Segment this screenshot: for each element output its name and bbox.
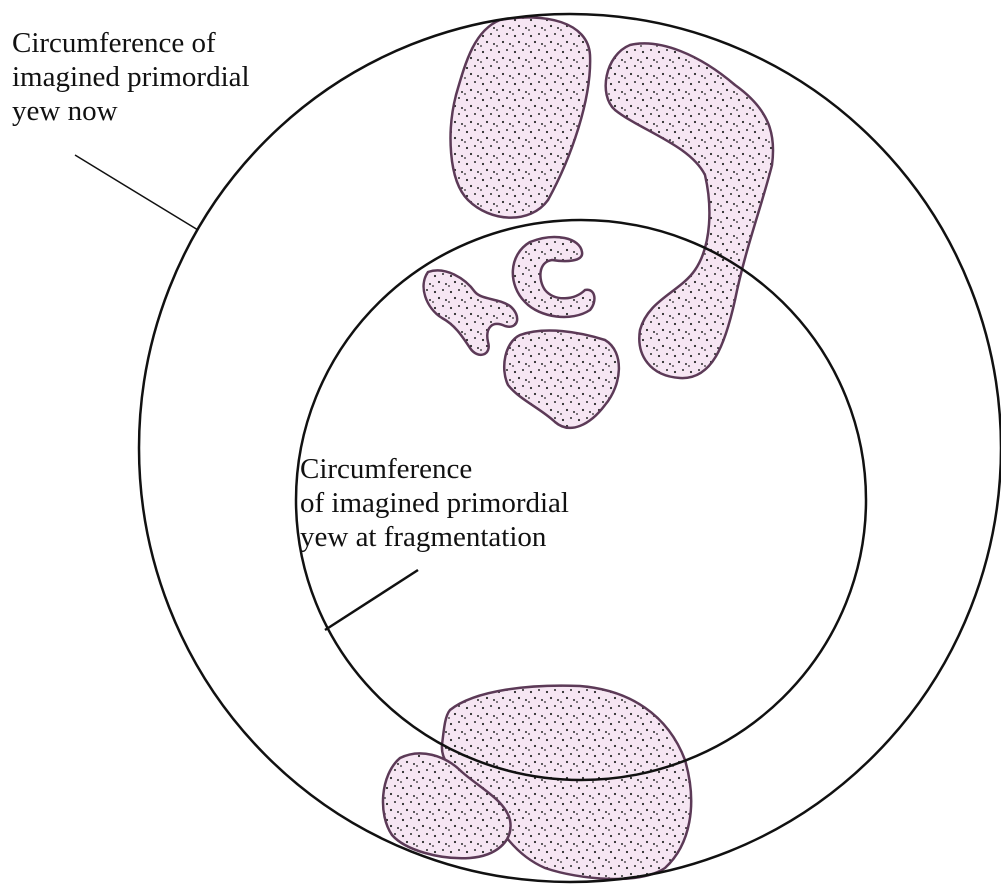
fragment-top-left: [451, 17, 591, 217]
outer-label-leader-line: [75, 155, 198, 230]
fragment-right-hook: [606, 43, 773, 378]
inner-circle-label: Circumference of imagined primordial yew…: [300, 452, 569, 554]
inner-circle-label-line-1: Circumference: [300, 452, 569, 486]
outer-circle-label-line-1: Circumference of: [12, 26, 250, 60]
inner-label-leader-line: [325, 570, 418, 630]
fragment-c-shape: [513, 237, 595, 317]
inner-circle-label-line-2: of imagined primordial: [300, 486, 569, 520]
fragment-small-left: [424, 270, 518, 354]
outer-circle-label-line-2: imagined primordial: [12, 60, 250, 94]
outer-circle-label: Circumference of imagined primordial yew…: [12, 26, 250, 128]
outer-circle-label-line-3: yew now: [12, 94, 250, 128]
inner-circle-label-line-3: yew at fragmentation: [300, 520, 569, 554]
fragment-center: [504, 331, 619, 428]
